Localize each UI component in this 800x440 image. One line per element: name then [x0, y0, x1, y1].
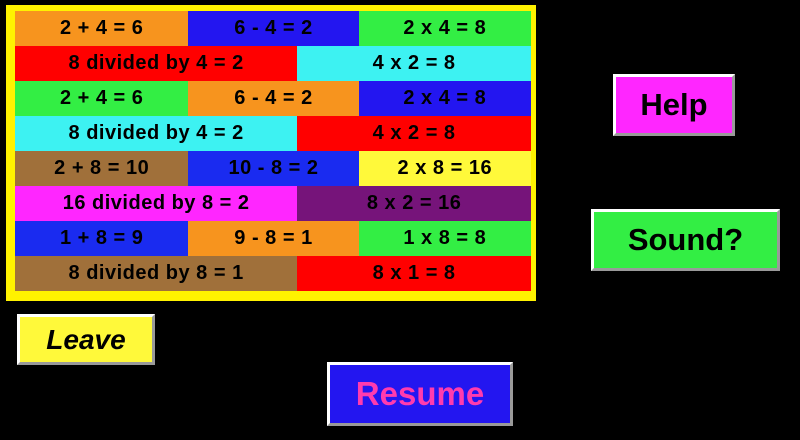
help-button-label: Help: [640, 87, 708, 122]
fact-cell[interactable]: 2 + 8 = 10: [15, 151, 189, 186]
fact-cell[interactable]: 2 x 4 = 8: [358, 81, 531, 116]
fact-cell[interactable]: 2 + 4 = 6: [15, 11, 189, 46]
fact-cell[interactable]: 1 + 8 = 9: [15, 221, 189, 256]
resume-button[interactable]: Resume: [327, 362, 513, 426]
fact-cell[interactable]: 8 divided by 4 = 2: [15, 46, 298, 81]
fact-cell[interactable]: 8 x 1 = 8: [297, 256, 531, 291]
leave-button-label: Leave: [46, 323, 126, 355]
sound-toggle-button[interactable]: Sound?: [591, 209, 780, 271]
sound-button-label: Sound?: [627, 222, 744, 257]
fact-cell[interactable]: 4 x 2 = 8: [297, 46, 531, 81]
fact-cell[interactable]: 9 - 8 = 1: [188, 221, 359, 256]
fact-cell[interactable]: 8 divided by 4 = 2: [15, 116, 298, 151]
fact-cell[interactable]: 16 divided by 8 = 2: [15, 186, 298, 221]
fact-cell[interactable]: 2 x 4 = 8: [358, 11, 531, 46]
fact-cell[interactable]: 8 x 2 = 16: [297, 186, 531, 221]
fact-cell[interactable]: 2 + 4 = 6: [15, 81, 189, 116]
fact-cell[interactable]: 6 - 4 = 2: [188, 81, 359, 116]
fact-cell[interactable]: 1 x 8 = 8: [358, 221, 531, 256]
fact-cell[interactable]: 2 x 8 = 16: [358, 151, 531, 186]
fact-cell[interactable]: 6 - 4 = 2: [188, 11, 359, 46]
fact-cell[interactable]: 8 divided by 8 = 1: [15, 256, 298, 291]
leave-button[interactable]: Leave: [17, 314, 155, 365]
resume-button-label: Resume: [355, 375, 485, 412]
help-button[interactable]: Help: [613, 74, 735, 136]
fact-cell[interactable]: 10 - 8 = 2: [188, 151, 359, 186]
fact-cell[interactable]: 4 x 2 = 8: [297, 116, 531, 151]
